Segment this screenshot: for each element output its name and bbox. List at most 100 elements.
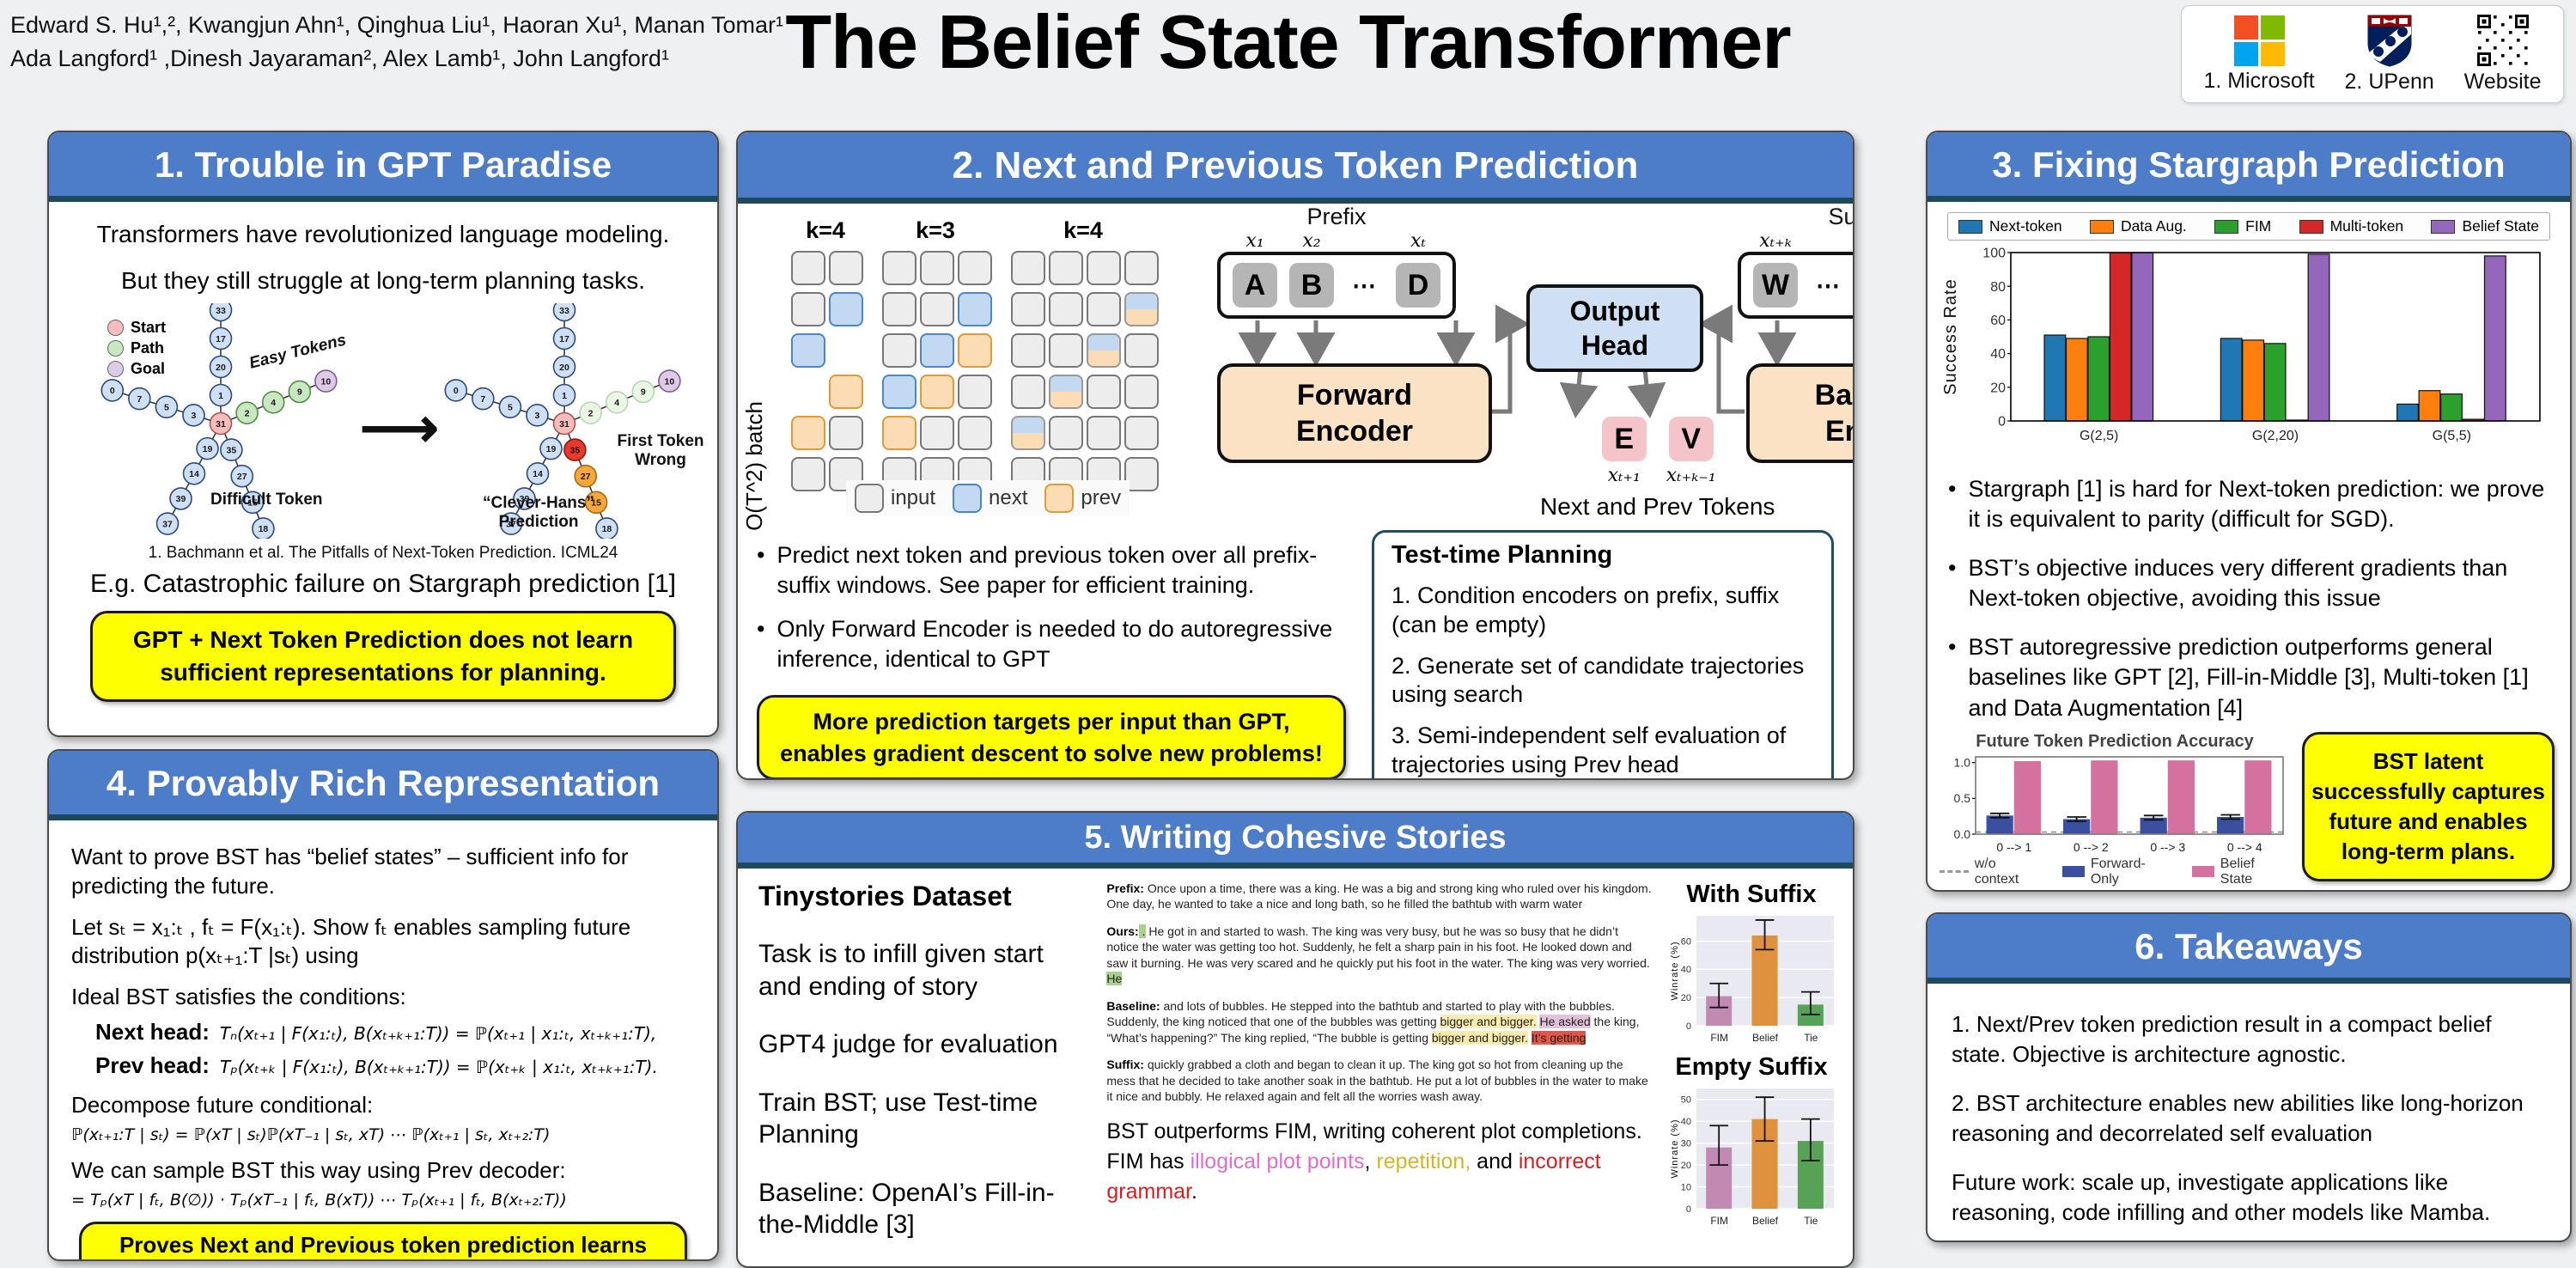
affiliations-card: 1. Microsoft 2. UPenn Website (2181, 5, 2564, 103)
s5-left-column: Tinystories Dataset Task is to infill gi… (758, 881, 1093, 1241)
bar (2065, 338, 2088, 422)
x-category-label: 0 --> 2 (2074, 840, 2109, 853)
series-label: Multi-token (2329, 217, 2404, 235)
x-category-label: 0 --> 3 (2150, 840, 2185, 853)
series-swatch (2062, 866, 2085, 878)
s2-highlight-box: More prediction targets per input than G… (757, 695, 1346, 778)
s1-highlight-box: GPT + Next Token Prediction does not lea… (90, 611, 676, 702)
batch-cell-grid (1011, 251, 1159, 491)
graph-node (574, 464, 598, 488)
graph-node (209, 303, 233, 322)
suffix-vars: xₜ₊ₖ xT₋₁ xT (1738, 230, 1853, 252)
y-tick-label: 60 (1990, 314, 2006, 328)
conclusion-illogical: illogical plot points (1190, 1149, 1365, 1174)
batch-cell (882, 416, 917, 450)
graph-node-label: 37 (506, 519, 516, 529)
batch-cell (920, 333, 954, 368)
section-takeaways: 6. Takeaways 1. Next/Prev token predicti… (1926, 912, 2572, 1242)
s5-left-item: Task is to infill given start and ending… (758, 940, 1044, 1001)
qr-module (2477, 46, 2482, 50)
graph-node (584, 491, 608, 515)
series-label: FIM (2245, 217, 2272, 235)
series-swatch (2214, 219, 2239, 234)
graph-node-label: 33 (559, 306, 569, 316)
x-category-label: 0 --> 4 (2227, 840, 2262, 853)
bar (2109, 252, 2132, 422)
y-tick-label: 40 (1990, 347, 2006, 362)
graph-node-label: 2 (245, 408, 250, 418)
bar (2140, 817, 2167, 834)
takeaway-item: 2. BST architecture enables new abilitie… (1952, 1090, 2524, 1147)
legend-prev: prev (1044, 484, 1121, 513)
upenn-shield-icon (2367, 15, 2412, 67)
legend-item: Next-token (1958, 217, 2062, 235)
clever-hans-label: “Clever-Hans” Prediction (483, 494, 594, 531)
batch-cell (829, 251, 863, 285)
batch-group: k=4 (791, 217, 863, 491)
input-swatch (855, 484, 884, 513)
graph-node-label: 0 (110, 386, 115, 396)
bullet-dot: • (757, 616, 765, 643)
dataset-title: Tinystories Dataset (758, 881, 1012, 911)
legend-item: Forward-Only (2062, 857, 2173, 887)
s4-paragraph: We can sample BST this way using Prev de… (71, 1156, 566, 1183)
batch-cell (920, 416, 954, 450)
first-token-wrong-label: First Token Wrong (617, 432, 704, 469)
dashed-swatch (1940, 870, 1969, 874)
graph-node-label: 35 (227, 445, 237, 455)
qr-code-icon[interactable] (2476, 14, 2530, 67)
prefix-title: Prefix (1306, 204, 1367, 229)
bar (2220, 338, 2243, 422)
graph-node (526, 404, 549, 427)
bullet-text: BST’s objective induces very different g… (1968, 555, 2508, 612)
legend-start: Start (107, 319, 166, 337)
story-label: Prefix: (1106, 881, 1144, 895)
batch-cell (1011, 375, 1045, 409)
batch-cell (920, 251, 954, 285)
batch-cell (829, 292, 863, 326)
bullet-item: •Predict next token and previous token o… (757, 540, 1346, 600)
batch-cell (882, 333, 917, 368)
bar (1751, 935, 1778, 1026)
legend-label: Belief State (2220, 856, 2255, 887)
x-category-label: FIM (1710, 1032, 1728, 1044)
batch-cell (1087, 251, 1121, 285)
batch-cell (958, 375, 992, 409)
batch-cell (1049, 292, 1083, 326)
graph-node-label: 7 (137, 394, 142, 405)
series-swatch (2431, 219, 2456, 234)
graph-node-label: 14 (533, 469, 543, 479)
graph-node (196, 436, 219, 460)
y-tick-label: 0 (1998, 415, 2006, 430)
graph-node (209, 383, 233, 407)
prefix-vars: x₁ x₂ xₜ (1217, 230, 1456, 252)
authors-block: Edward S. Hu¹,², Kwangjun Ahn¹, Qinghua … (10, 9, 783, 76)
graph-node-label: 31 (559, 419, 569, 430)
bullet-dot: • (1948, 476, 1957, 502)
batch-cell (1049, 375, 1083, 409)
graph-node (261, 390, 285, 414)
x-category-label: G(5,5) (2433, 429, 2471, 443)
qr-module (2493, 15, 2497, 19)
conclusion-text: FIM has (1106, 1149, 1191, 1174)
test-time-planning-box: Test-time Planning 1. Condition encoders… (1372, 530, 1834, 778)
x-category-label: 0 --> 1 (1996, 840, 2031, 853)
s6-body: 1. Next/Prev token prediction result in … (1927, 984, 2570, 1228)
with-suffix-title: With Suffix (1686, 881, 1817, 908)
batch-cell (791, 333, 825, 368)
x-category-label: Belief (1752, 1032, 1779, 1044)
batch-cell (791, 457, 825, 491)
y-tick-label: 40 (1681, 965, 1691, 975)
graph-node-label: 15 (247, 498, 258, 509)
batch-size-label: O(T^2) batch (741, 401, 767, 531)
planning-step: 1. Condition encoders on prefix, suffix … (1392, 582, 1780, 637)
legend-label: Start (131, 319, 167, 336)
story-prefix: Prefix: Once upon a time, there was a ki… (1106, 881, 1652, 912)
qr-module (2516, 54, 2520, 58)
s2-bottom-row: •Predict next token and previous token o… (738, 520, 1853, 778)
takeaway-item: Future work: scale up, investigate appli… (1952, 1169, 2491, 1226)
qr-module (2493, 46, 2497, 50)
